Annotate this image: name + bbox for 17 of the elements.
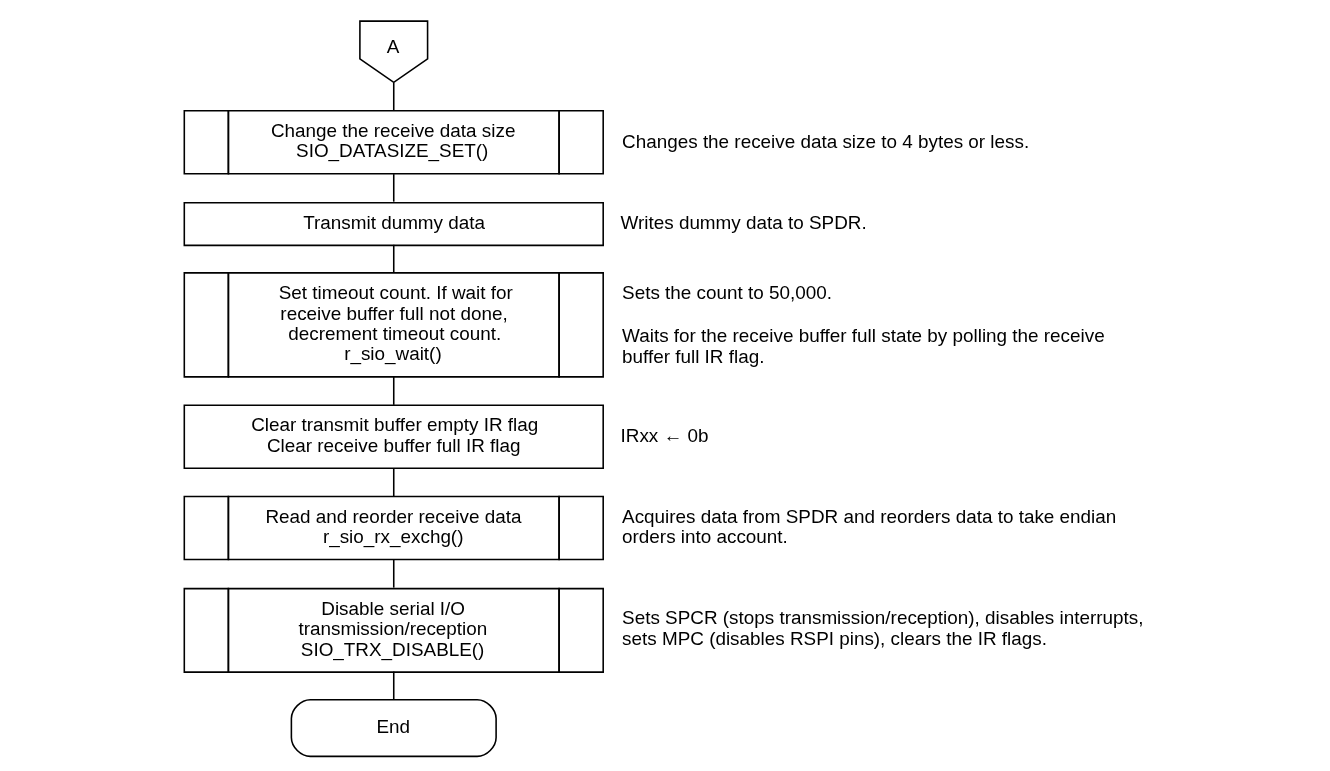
node-label: Waits for the receive buffer full state by polling the receive buffer full IR flag. [622,325,1105,367]
node-box: End [290,698,497,758]
node-label: Acquires data from SPDR and reorders data to take endian orders into account. [622,505,1117,548]
node-label: Writes dummy data to SPDR. [620,211,867,233]
node-label: IRxx ← 0b [620,425,709,447]
connector [392,467,395,498]
connector [392,670,395,700]
node-box: Clear transmit buffer empty IR flag Clear receive buffer full IR flag [183,404,604,469]
node-label: Sets SPCR (stops transmission/reception), disables interrupts, sets MPC (disables RSPI pins), clears the IR flags. [622,607,1144,649]
connector [392,558,395,589]
connector [392,81,395,112]
connector [392,244,395,274]
node-box: Transmit dummy data [183,202,604,247]
node-label: Sets the count to 50,000. [622,282,832,304]
connector [392,376,395,406]
connector [392,173,395,203]
node-label: Changes the receive data size to 4 bytes or less. [622,130,1030,152]
